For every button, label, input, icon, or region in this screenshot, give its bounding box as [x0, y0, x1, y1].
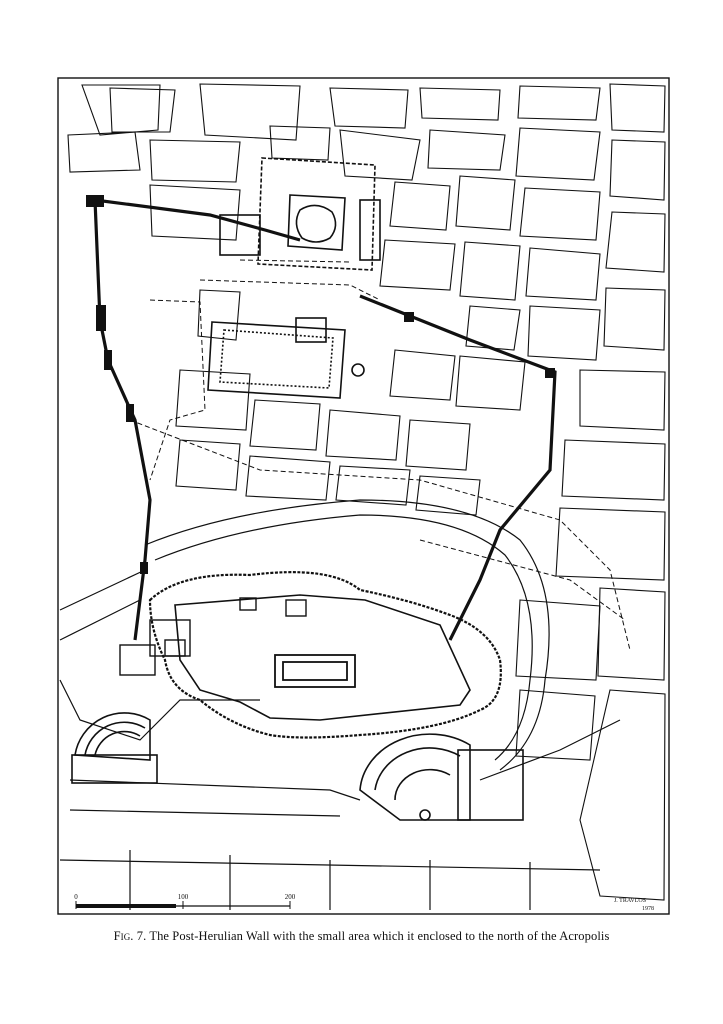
map-frame — [57, 77, 670, 915]
acropolis-plateau — [174, 594, 471, 721]
roman-agora — [207, 317, 365, 399]
theatre-of-dionysos — [359, 733, 524, 821]
city-blocks — [67, 83, 666, 901]
propylaia — [119, 619, 191, 676]
acropolis-rock — [148, 571, 502, 739]
figure-label: Fig. 7. — [113, 929, 147, 943]
parthenon — [274, 654, 356, 688]
church-complex — [219, 157, 381, 271]
signature-year: 1978 — [642, 906, 654, 912]
hill-road-lines — [59, 499, 621, 910]
dashed-boundaries — [129, 259, 631, 651]
figure-caption: Fig. 7. The Post-Herulian Wall with the … — [0, 929, 723, 944]
west-bastions — [86, 195, 555, 574]
author-signature: J. TRAVLOS 1978 — [614, 898, 654, 912]
erechtheion — [239, 597, 307, 617]
odeion-herodes-atticus — [71, 712, 158, 784]
scale-tick-0: 0 — [74, 893, 78, 901]
signature-author: J. TRAVLOS — [614, 898, 646, 904]
scale-tick-200: 200 — [285, 893, 296, 901]
scale-tick-100: 100 — [178, 893, 189, 901]
figure-caption-text: The Post-Herulian Wall with the small ar… — [149, 929, 610, 943]
scale-bar: 0 100 200 — [74, 893, 296, 909]
